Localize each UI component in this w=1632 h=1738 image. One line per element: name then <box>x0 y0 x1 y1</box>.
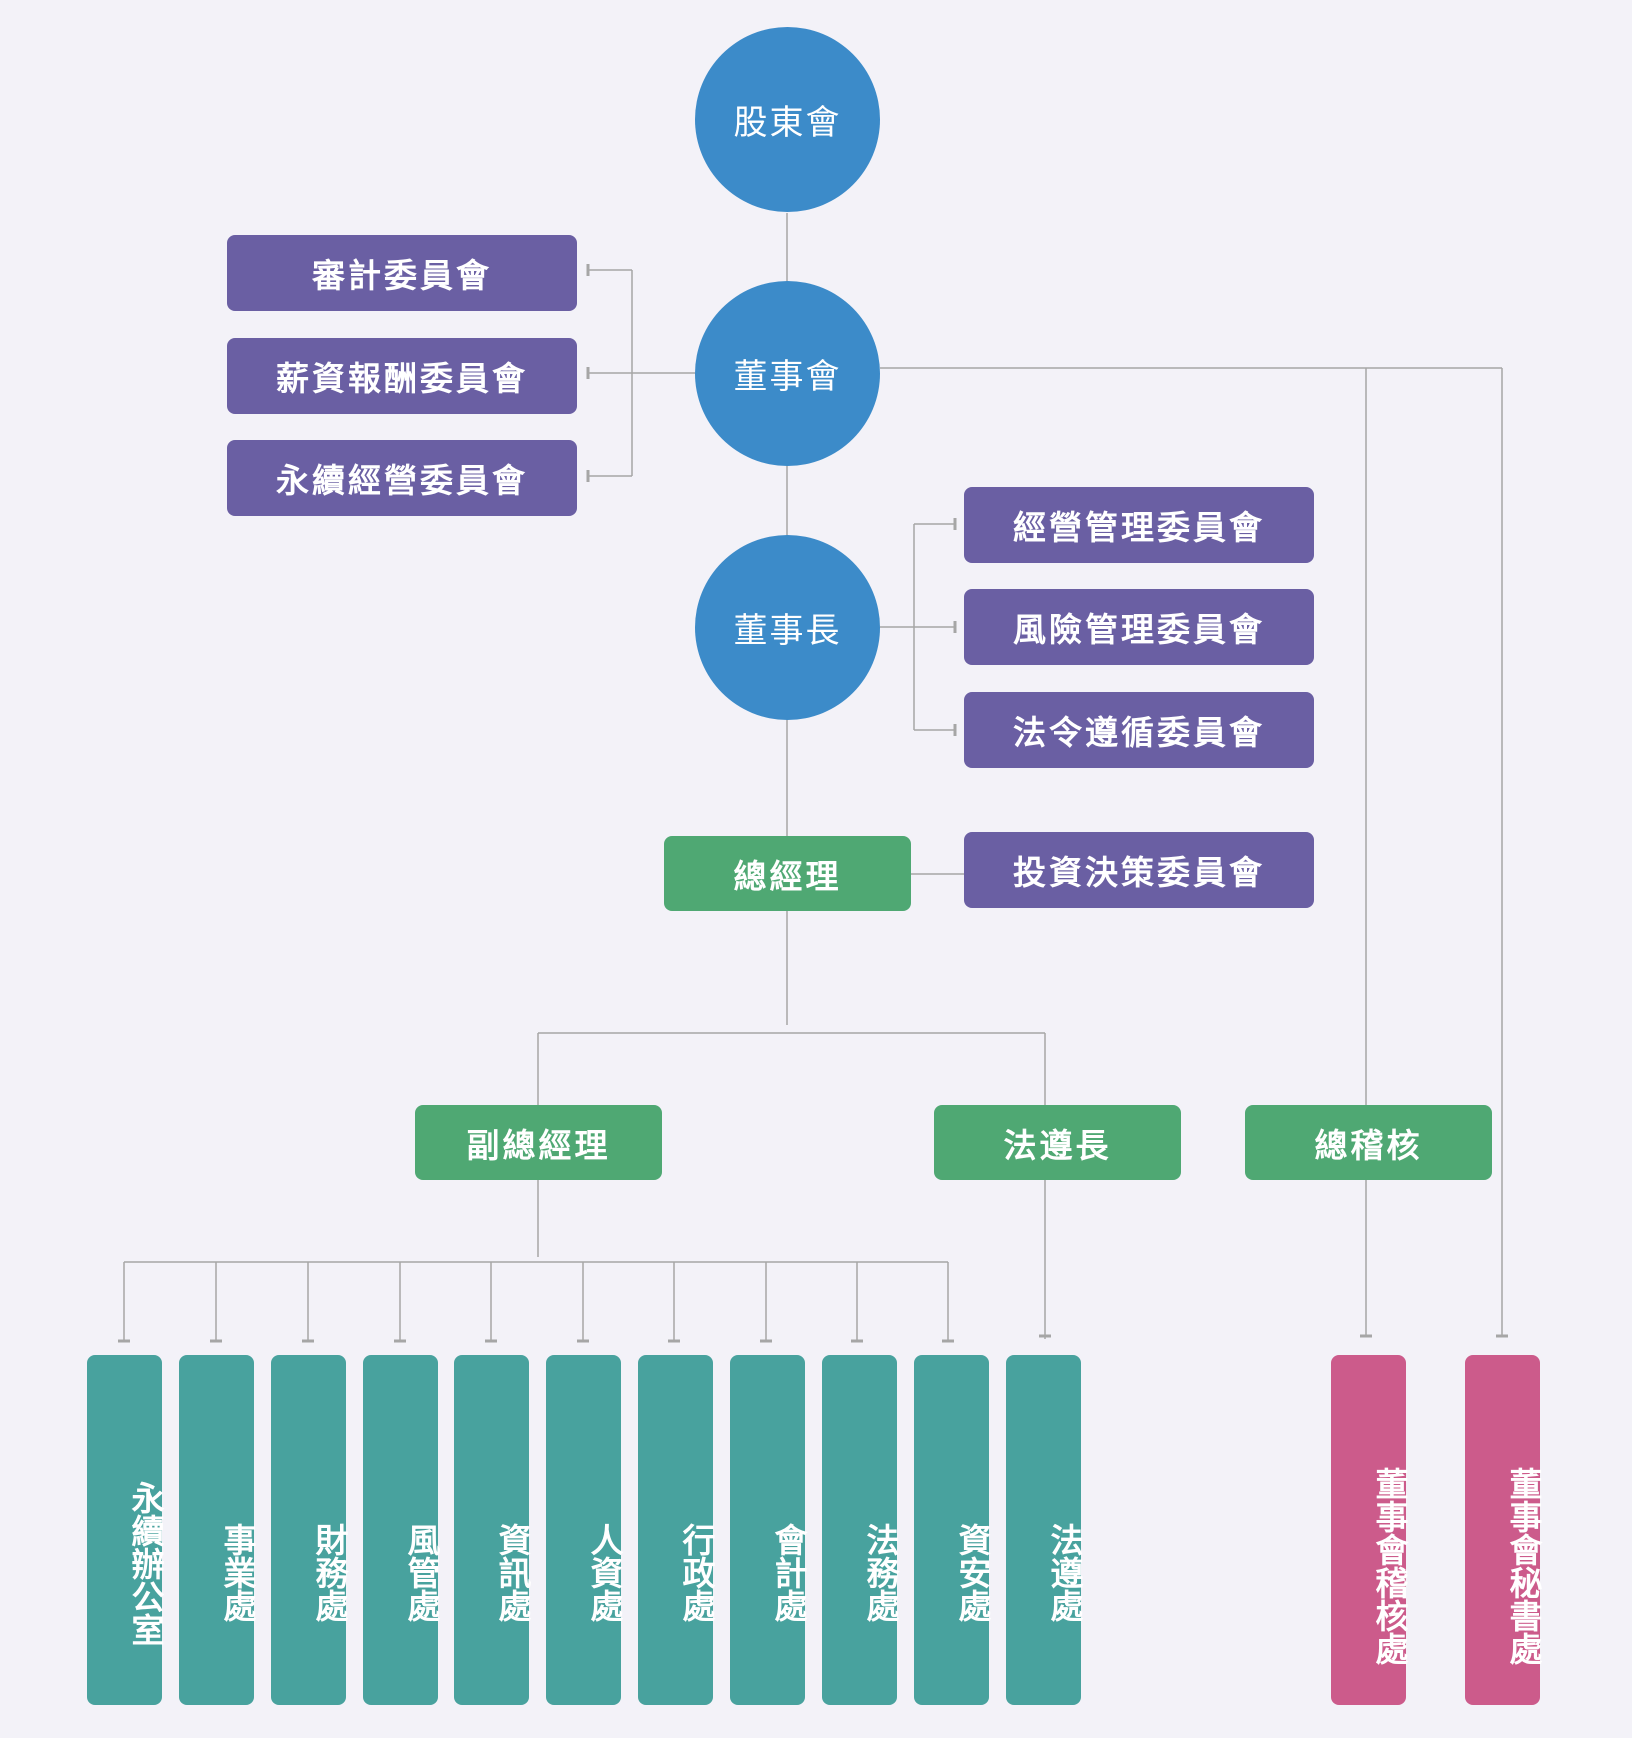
board-audit-office: 董事會稽核處 <box>1331 1355 1409 1705</box>
investment-committee-node: 投資決策委員會 <box>964 832 1314 908</box>
audit-committee-node: 審計委員會 <box>227 235 577 311</box>
chief-auditor-node: 總稽核 <box>1245 1105 1492 1180</box>
committee-label: 經營管理委員會 <box>1013 508 1265 547</box>
department-label: 財務處 <box>310 1522 349 1622</box>
department-label: 資訊處 <box>493 1522 532 1622</box>
committee-label: 投資決策委員會 <box>1013 853 1265 892</box>
department-finance: 財務處 <box>271 1355 349 1705</box>
department-label: 會計處 <box>769 1522 808 1622</box>
department-risk-management: 風管處 <box>363 1355 441 1705</box>
president-node: 總經理 <box>664 836 911 911</box>
chief-auditor-label: 總稽核 <box>1314 1125 1423 1165</box>
department-information: 資訊處 <box>454 1355 532 1705</box>
risk-management-committee-node: 風險管理委員會 <box>964 589 1314 665</box>
chief-compliance-officer-node: 法遵長 <box>934 1105 1181 1180</box>
board-of-directors-node: 董事會 <box>695 281 880 466</box>
department-label: 法遵處 <box>1045 1522 1084 1622</box>
department-information-security: 資安處 <box>914 1355 992 1705</box>
vice-president-label: 副總經理 <box>466 1125 611 1165</box>
committee-label: 風險管理委員會 <box>1013 610 1265 649</box>
sustainability-committee-node: 永續經營委員會 <box>227 440 577 516</box>
president-label: 總經理 <box>733 856 842 896</box>
department-label: 行政處 <box>677 1522 716 1622</box>
department-business: 事業處 <box>179 1355 257 1705</box>
board-secretariat: 董事會秘書處 <box>1465 1355 1543 1705</box>
compliance-committee-node: 法令遵循委員會 <box>964 692 1314 768</box>
chief-compliance-officer-label: 法遵長 <box>1003 1125 1112 1165</box>
chairman-node: 董事長 <box>695 535 880 720</box>
committee-label: 永續經營委員會 <box>276 461 528 500</box>
board-of-directors-label: 董事會 <box>733 357 842 397</box>
department-compliance: 法遵處 <box>1006 1355 1084 1705</box>
department-label: 事業處 <box>218 1522 257 1622</box>
remuneration-committee-node: 薪資報酬委員會 <box>227 338 577 414</box>
department-label: 風管處 <box>402 1522 441 1622</box>
department-legal: 法務處 <box>822 1355 900 1705</box>
department-label: 法務處 <box>861 1522 900 1622</box>
department-administration: 行政處 <box>638 1355 716 1705</box>
department-label: 永續辦公室 <box>126 1480 165 1646</box>
vice-president-node: 副總經理 <box>415 1105 662 1180</box>
board-unit-label: 董事會秘書處 <box>1504 1467 1543 1665</box>
department-label: 資安處 <box>953 1522 992 1622</box>
department-human-resources: 人資處 <box>546 1355 624 1705</box>
committee-label: 法令遵循委員會 <box>1013 713 1265 752</box>
department-accounting: 會計處 <box>730 1355 808 1705</box>
committee-label: 薪資報酬委員會 <box>276 359 528 398</box>
shareholders-meeting-label: 股東會 <box>733 103 842 143</box>
shareholders-meeting-node: 股東會 <box>695 27 880 212</box>
chairman-label: 董事長 <box>733 611 842 651</box>
department-sustainability-office: 永續辦公室 <box>87 1355 165 1705</box>
department-label: 人資處 <box>585 1522 624 1622</box>
committee-label: 審計委員會 <box>312 256 492 295</box>
management-committee-node: 經營管理委員會 <box>964 487 1314 563</box>
board-unit-label: 董事會稽核處 <box>1370 1467 1409 1665</box>
